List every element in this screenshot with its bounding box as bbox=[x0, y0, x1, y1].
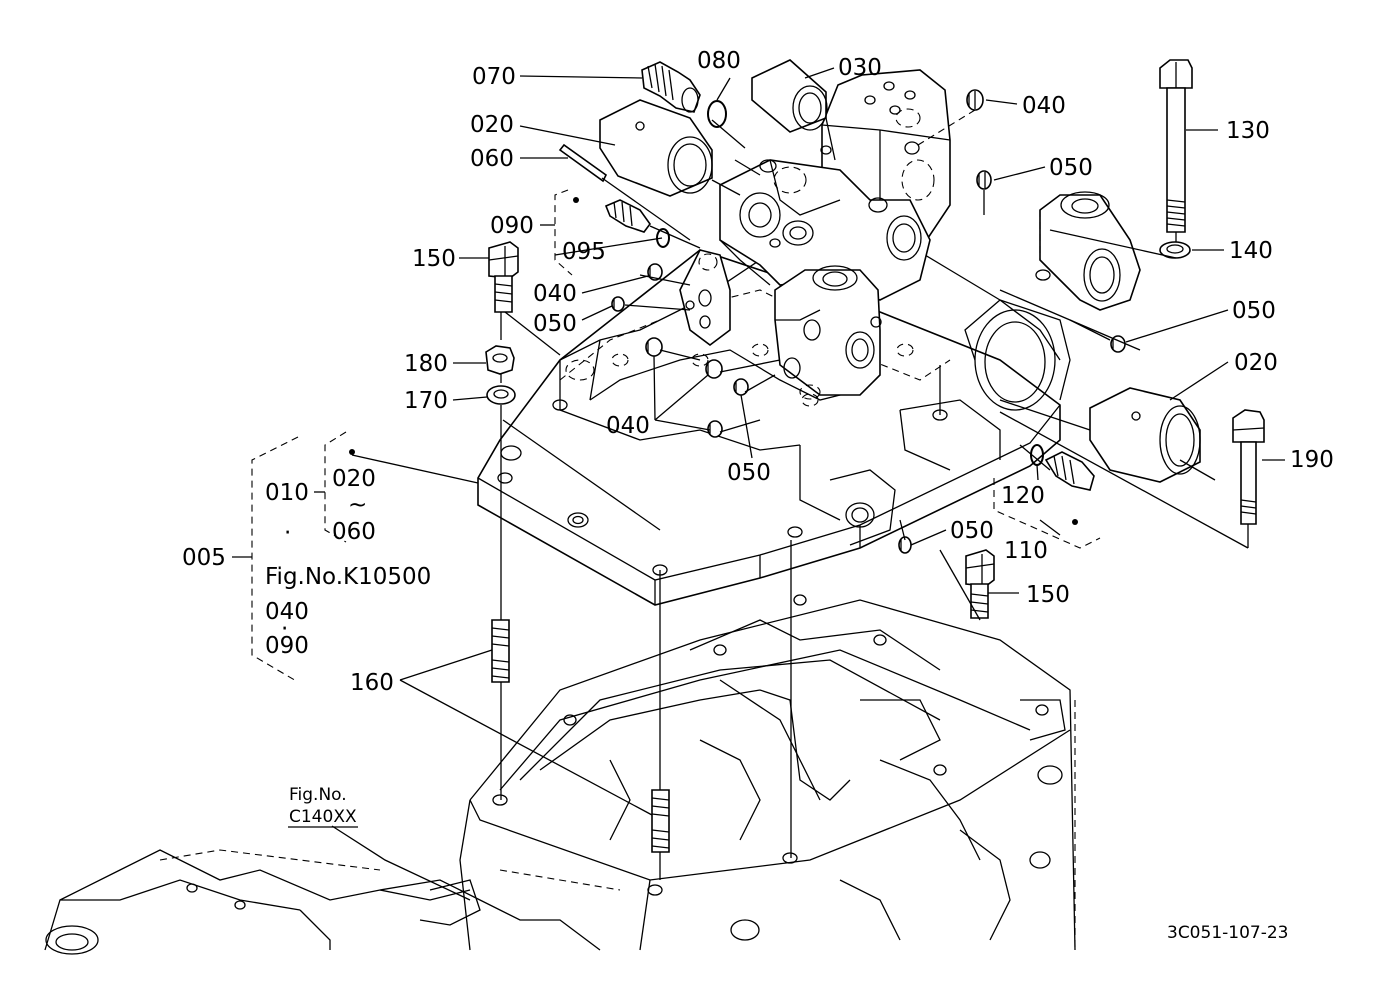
callout-labels: 070 080 030 040 020 060 050 130 090 095 … bbox=[350, 48, 1334, 696]
label-140: 140 bbox=[1229, 238, 1273, 264]
label-050: 050 bbox=[950, 518, 994, 544]
part-095-oring bbox=[656, 228, 670, 248]
label-050: 050 bbox=[727, 460, 771, 486]
part-150-bolt-lower bbox=[965, 549, 995, 619]
label-dot-1: · bbox=[284, 520, 291, 546]
label-item-a: 040 bbox=[265, 599, 309, 625]
fig-ref-line2: C140XX bbox=[289, 807, 357, 827]
label-040: 040 bbox=[533, 281, 577, 307]
label-dot-2: · bbox=[281, 616, 288, 642]
label-040: 040 bbox=[1022, 93, 1066, 119]
label-item-b: 090 bbox=[265, 633, 309, 659]
label-020: 020 bbox=[470, 112, 514, 138]
leader-lines bbox=[331, 67, 1285, 901]
label-030: 030 bbox=[838, 55, 882, 81]
label-130: 130 bbox=[1226, 118, 1270, 144]
part-050-plug-midleft bbox=[611, 296, 625, 312]
label-005: 005 bbox=[182, 545, 226, 571]
part-020-bushing-lower bbox=[1089, 387, 1201, 483]
label-040: 040 bbox=[606, 413, 650, 439]
cylinder-lug bbox=[1039, 191, 1141, 311]
label-080: 080 bbox=[697, 48, 741, 74]
part-080-oring bbox=[707, 100, 727, 128]
part-070-fitting bbox=[641, 61, 701, 113]
assembly-group: 005 010 020 ~ 060 · Fig.No.K10500 040 · … bbox=[182, 466, 431, 659]
label-range-end: 060 bbox=[332, 519, 376, 545]
part-050-plug-top bbox=[976, 170, 992, 190]
label-090: 090 bbox=[490, 213, 534, 239]
part-030-sleeve bbox=[751, 59, 828, 133]
label-150: 150 bbox=[1026, 582, 1070, 608]
part-180-nut bbox=[485, 345, 515, 375]
label-150: 150 bbox=[412, 246, 456, 272]
transmission-housing bbox=[44, 594, 1076, 955]
label-180: 180 bbox=[404, 351, 448, 377]
label-010: 010 bbox=[265, 480, 309, 506]
assembly-lines bbox=[500, 109, 1249, 880]
part-170-washer bbox=[486, 385, 516, 405]
part-060-pin bbox=[558, 143, 608, 183]
label-020: 020 bbox=[1234, 350, 1278, 376]
hydraulic-cover-plate bbox=[477, 229, 1071, 606]
label-050: 050 bbox=[533, 311, 577, 337]
label-110: 110 bbox=[1004, 538, 1048, 564]
label-060: 060 bbox=[470, 146, 514, 172]
part-150-bolt-upper bbox=[488, 241, 519, 313]
fig-ref-line1: Fig.No. bbox=[289, 785, 347, 805]
label-120: 120 bbox=[1001, 483, 1045, 509]
part-050-plug-lower bbox=[733, 378, 749, 396]
part-020-bushing-upper bbox=[599, 99, 713, 197]
part-040-plug-top bbox=[966, 89, 984, 111]
label-190: 190 bbox=[1290, 447, 1334, 473]
part-190-bolt bbox=[1232, 409, 1265, 525]
label-fig-ref: Fig.No.K10500 bbox=[265, 564, 431, 590]
label-160: 160 bbox=[350, 670, 394, 696]
part-130-long-bolt bbox=[1159, 59, 1193, 233]
label-070: 070 bbox=[472, 64, 516, 90]
fig-reference: Fig.No. C140XX bbox=[288, 785, 358, 828]
part-160-stud-right bbox=[651, 789, 670, 853]
label-050: 050 bbox=[1049, 155, 1093, 181]
label-range-sep: ~ bbox=[348, 492, 367, 518]
label-050: 050 bbox=[1232, 298, 1276, 324]
label-170: 170 bbox=[404, 388, 448, 414]
valve-body bbox=[679, 69, 951, 400]
drawing-code: 3C051-107-23 bbox=[1167, 923, 1288, 943]
label-range-start: 020 bbox=[332, 466, 376, 492]
part-160-stud-left bbox=[491, 619, 510, 683]
part-110-fitting bbox=[1044, 451, 1095, 491]
label-095: 095 bbox=[562, 239, 606, 265]
group-brackets bbox=[232, 189, 1101, 683]
part-040-plug-mid bbox=[647, 263, 663, 281]
part-095-fitting bbox=[604, 199, 651, 233]
